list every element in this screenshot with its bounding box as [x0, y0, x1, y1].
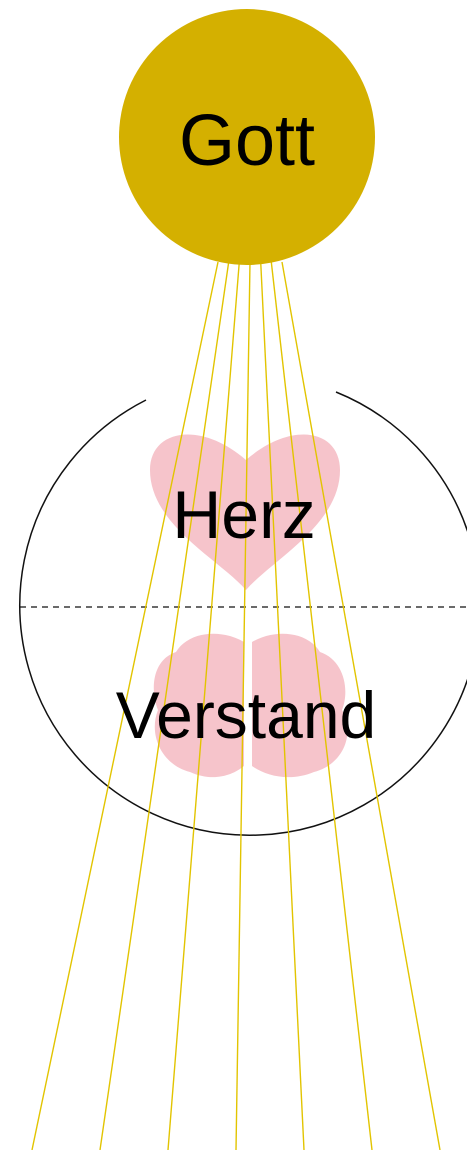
god-label: Gott	[179, 101, 315, 181]
ray-line	[99, 261, 230, 1150]
ray-line	[270, 261, 373, 1150]
ray-line	[281, 261, 441, 1150]
ray-line	[235, 261, 251, 1150]
brain-icon	[153, 633, 348, 778]
rays-group	[31, 261, 441, 1150]
ray-line	[260, 261, 305, 1150]
ray-line	[31, 261, 219, 1150]
heart-label: Herz	[172, 477, 316, 553]
person-circle-outline	[19, 391, 467, 836]
mind-label: Verstand	[116, 678, 377, 752]
ray-line	[167, 261, 240, 1150]
god-circle	[119, 9, 375, 265]
